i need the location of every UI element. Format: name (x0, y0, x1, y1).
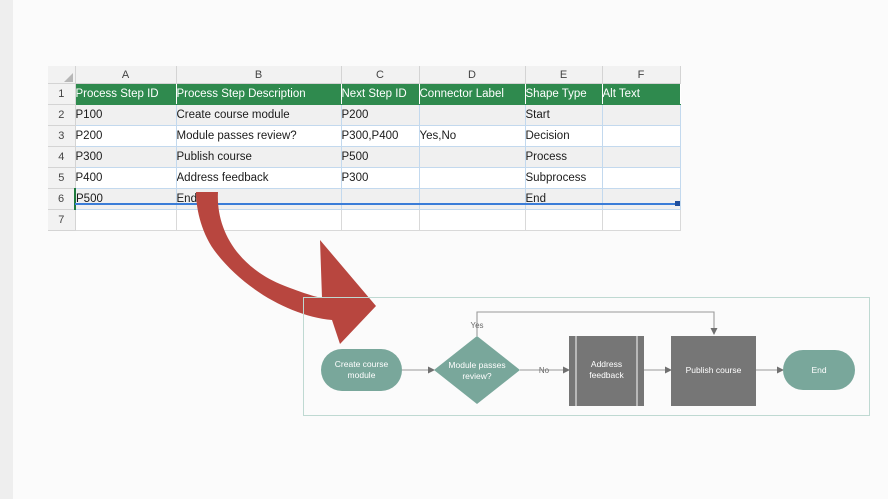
column-header-row: A B C D E F (48, 66, 681, 84)
flow-node-subprocess-label-2: feedback (589, 370, 624, 380)
flow-node-subprocess-label-1: Address (591, 359, 622, 369)
spreadsheet-table: A B C D E F 1 Process Step ID Process St… (48, 66, 681, 231)
table-row: 7 (48, 209, 681, 231)
cell-f5[interactable] (602, 167, 681, 189)
cell-f6[interactable] (602, 188, 681, 210)
table-row: 5 P400 Address feedback P300 Subprocess (48, 167, 681, 189)
cell-a2[interactable]: P100 (75, 104, 177, 126)
table-row: 6 P500 End End (48, 188, 681, 210)
row-header-3[interactable]: 3 (48, 125, 76, 147)
cell-d5[interactable] (419, 167, 526, 189)
row-header-1[interactable]: 1 (48, 83, 76, 105)
row-header-4[interactable]: 4 (48, 146, 76, 168)
flowchart-container: Yes No Create course module Module passe… (303, 297, 870, 416)
cell-d4[interactable] (419, 146, 526, 168)
cell-b3[interactable]: Module passes review? (176, 125, 342, 147)
column-header-d[interactable]: D (419, 66, 526, 84)
cell-c1[interactable]: Next Step ID (341, 83, 420, 105)
cell-a1[interactable]: Process Step ID (75, 83, 177, 105)
cell-f7[interactable] (602, 209, 681, 231)
cell-b4[interactable]: Publish course (176, 146, 342, 168)
cell-a7[interactable] (75, 209, 177, 231)
cell-b1[interactable]: Process Step Description (176, 83, 342, 105)
cell-c3[interactable]: P300,P400 (341, 125, 420, 147)
cell-f2[interactable] (602, 104, 681, 126)
flowchart-svg: Yes No Create course module Module passe… (321, 311, 855, 406)
cell-a6[interactable]: P500 (74, 188, 177, 210)
cell-d6[interactable] (419, 188, 526, 210)
connector-decision-yes-to-process (476, 311, 718, 336)
column-header-b[interactable]: B (176, 66, 342, 84)
cell-c7[interactable] (341, 209, 420, 231)
table-row: 2 P100 Create course module P200 Start (48, 104, 681, 126)
cell-a5[interactable]: P400 (75, 167, 177, 189)
cell-f4[interactable] (602, 146, 681, 168)
cell-b2[interactable]: Create course module (176, 104, 342, 126)
cell-c6[interactable] (341, 188, 420, 210)
cell-f1[interactable]: Alt Text (602, 83, 681, 105)
flow-node-start-label-1: Create course (335, 359, 389, 369)
cell-a4[interactable]: P300 (75, 146, 177, 168)
cell-d7[interactable] (419, 209, 526, 231)
cell-e3[interactable]: Decision (525, 125, 603, 147)
flow-node-decision[interactable]: Module passes review? (434, 336, 520, 404)
cell-c5[interactable]: P300 (341, 167, 420, 189)
cell-b7[interactable] (176, 209, 342, 231)
cell-e1[interactable]: Shape Type (525, 83, 603, 105)
flow-node-process[interactable]: Publish course (671, 336, 756, 406)
row-header-5[interactable]: 5 (48, 167, 76, 189)
left-gutter (0, 0, 13, 499)
cell-e2[interactable]: Start (525, 104, 603, 126)
corner-triangle-icon (63, 73, 73, 82)
row-header-6[interactable]: 6 (48, 188, 76, 210)
select-all-corner[interactable] (48, 66, 76, 84)
cell-d3[interactable]: Yes,No (419, 125, 526, 147)
spreadsheet[interactable]: A B C D E F 1 Process Step ID Process St… (48, 66, 681, 231)
cell-f3[interactable] (602, 125, 681, 147)
cell-c4[interactable]: P500 (341, 146, 420, 168)
flow-node-process-label-1: Publish course (686, 365, 742, 375)
column-header-e[interactable]: E (525, 66, 603, 84)
cell-e6[interactable]: End (525, 188, 603, 210)
cell-e7[interactable] (525, 209, 603, 231)
flow-node-decision-label-2: review? (462, 371, 492, 381)
edge-label-yes: Yes (470, 321, 483, 330)
fill-handle[interactable] (675, 201, 680, 206)
column-header-f[interactable]: F (602, 66, 681, 84)
cell-a3[interactable]: P200 (75, 125, 177, 147)
flow-node-start[interactable]: Create course module (321, 349, 402, 391)
column-header-a[interactable]: A (75, 66, 177, 84)
cell-c2[interactable]: P200 (341, 104, 420, 126)
cell-b6[interactable]: End (176, 188, 342, 210)
flow-node-end-label-1: End (811, 365, 826, 375)
table-row: 4 P300 Publish course P500 Process (48, 146, 681, 168)
cell-d1[interactable]: Connector Label (419, 83, 526, 105)
column-header-c[interactable]: C (341, 66, 420, 84)
edge-label-no: No (539, 366, 550, 375)
cell-e4[interactable]: Process (525, 146, 603, 168)
row-header-2[interactable]: 2 (48, 104, 76, 126)
table-row: 3 P200 Module passes review? P300,P400 Y… (48, 125, 681, 147)
row-header-7[interactable]: 7 (48, 209, 76, 231)
flow-node-start-label-2: module (348, 370, 376, 380)
flow-node-subprocess[interactable]: Address feedback (569, 336, 644, 406)
flow-node-end[interactable]: End (783, 350, 855, 390)
selection-bottom-edge (75, 203, 680, 205)
table-row: 1 Process Step ID Process Step Descripti… (48, 83, 681, 105)
flow-node-decision-label-1: Module passes (448, 360, 505, 370)
cell-b5[interactable]: Address feedback (176, 167, 342, 189)
cell-e5[interactable]: Subprocess (525, 167, 603, 189)
cell-d2[interactable] (419, 104, 526, 126)
